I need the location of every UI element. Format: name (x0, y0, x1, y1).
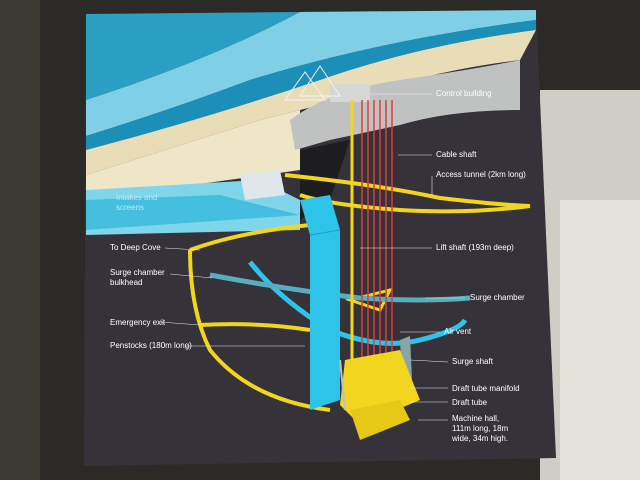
leader-lines (159, 93, 465, 421)
control-building (284, 65, 370, 102)
intake-structure (240, 170, 285, 200)
lake-band-light (86, 10, 536, 136)
surge-chamber-tube (209, 272, 471, 303)
label-surge-bulkhead-line1: Surge chamber (110, 268, 165, 277)
label-lift-shaft: Lift shaft (193m deep) (436, 243, 514, 252)
lake-lower-deep (86, 195, 300, 230)
label-to-deep-cove: To Deep Cove (110, 243, 161, 252)
machine-hall (339, 350, 420, 440)
label-surge-shaft: Surge shaft (452, 357, 493, 366)
label-draft-tube-manifold: Draft tube manifold (452, 384, 520, 393)
right-device (560, 200, 640, 480)
label-intakes-line2: screens (116, 203, 145, 212)
label-control-building: Control building (436, 89, 492, 98)
lake-band-mid (86, 20, 536, 150)
label-surge-bulkhead-line2: bulkhead (110, 278, 143, 287)
lake-band-top (86, 12, 300, 100)
label-emergency-exit: Emergency exit (110, 318, 166, 327)
cable-shaft-lines (361, 100, 393, 385)
emergency-exit-tunnel (188, 223, 331, 412)
left-wall-strip (0, 0, 40, 480)
label-surge-chamber: Surge chamber (470, 293, 525, 302)
label-intakes-line1: Intakes and (116, 193, 158, 202)
rock-mass (290, 60, 520, 150)
label-cable-shaft: Cable shaft (436, 150, 477, 159)
label-draft-tube: Draft tube (452, 398, 488, 407)
tailrace-tunnel (248, 260, 468, 346)
penstock-shaft (300, 195, 341, 410)
label-penstocks: Penstocks (180m long) (110, 341, 192, 350)
label-machine-hall-line3: wide, 34m high. (452, 434, 509, 443)
label-machine-hall-line1: Machine hall, (452, 414, 500, 423)
label-machine-hall-line2: 111m long, 18m (452, 424, 509, 433)
sand-ground (86, 30, 536, 175)
label-access-tunnel: Access tunnel (2km long) (436, 170, 526, 179)
label-air-vent: Air vent (444, 327, 472, 336)
